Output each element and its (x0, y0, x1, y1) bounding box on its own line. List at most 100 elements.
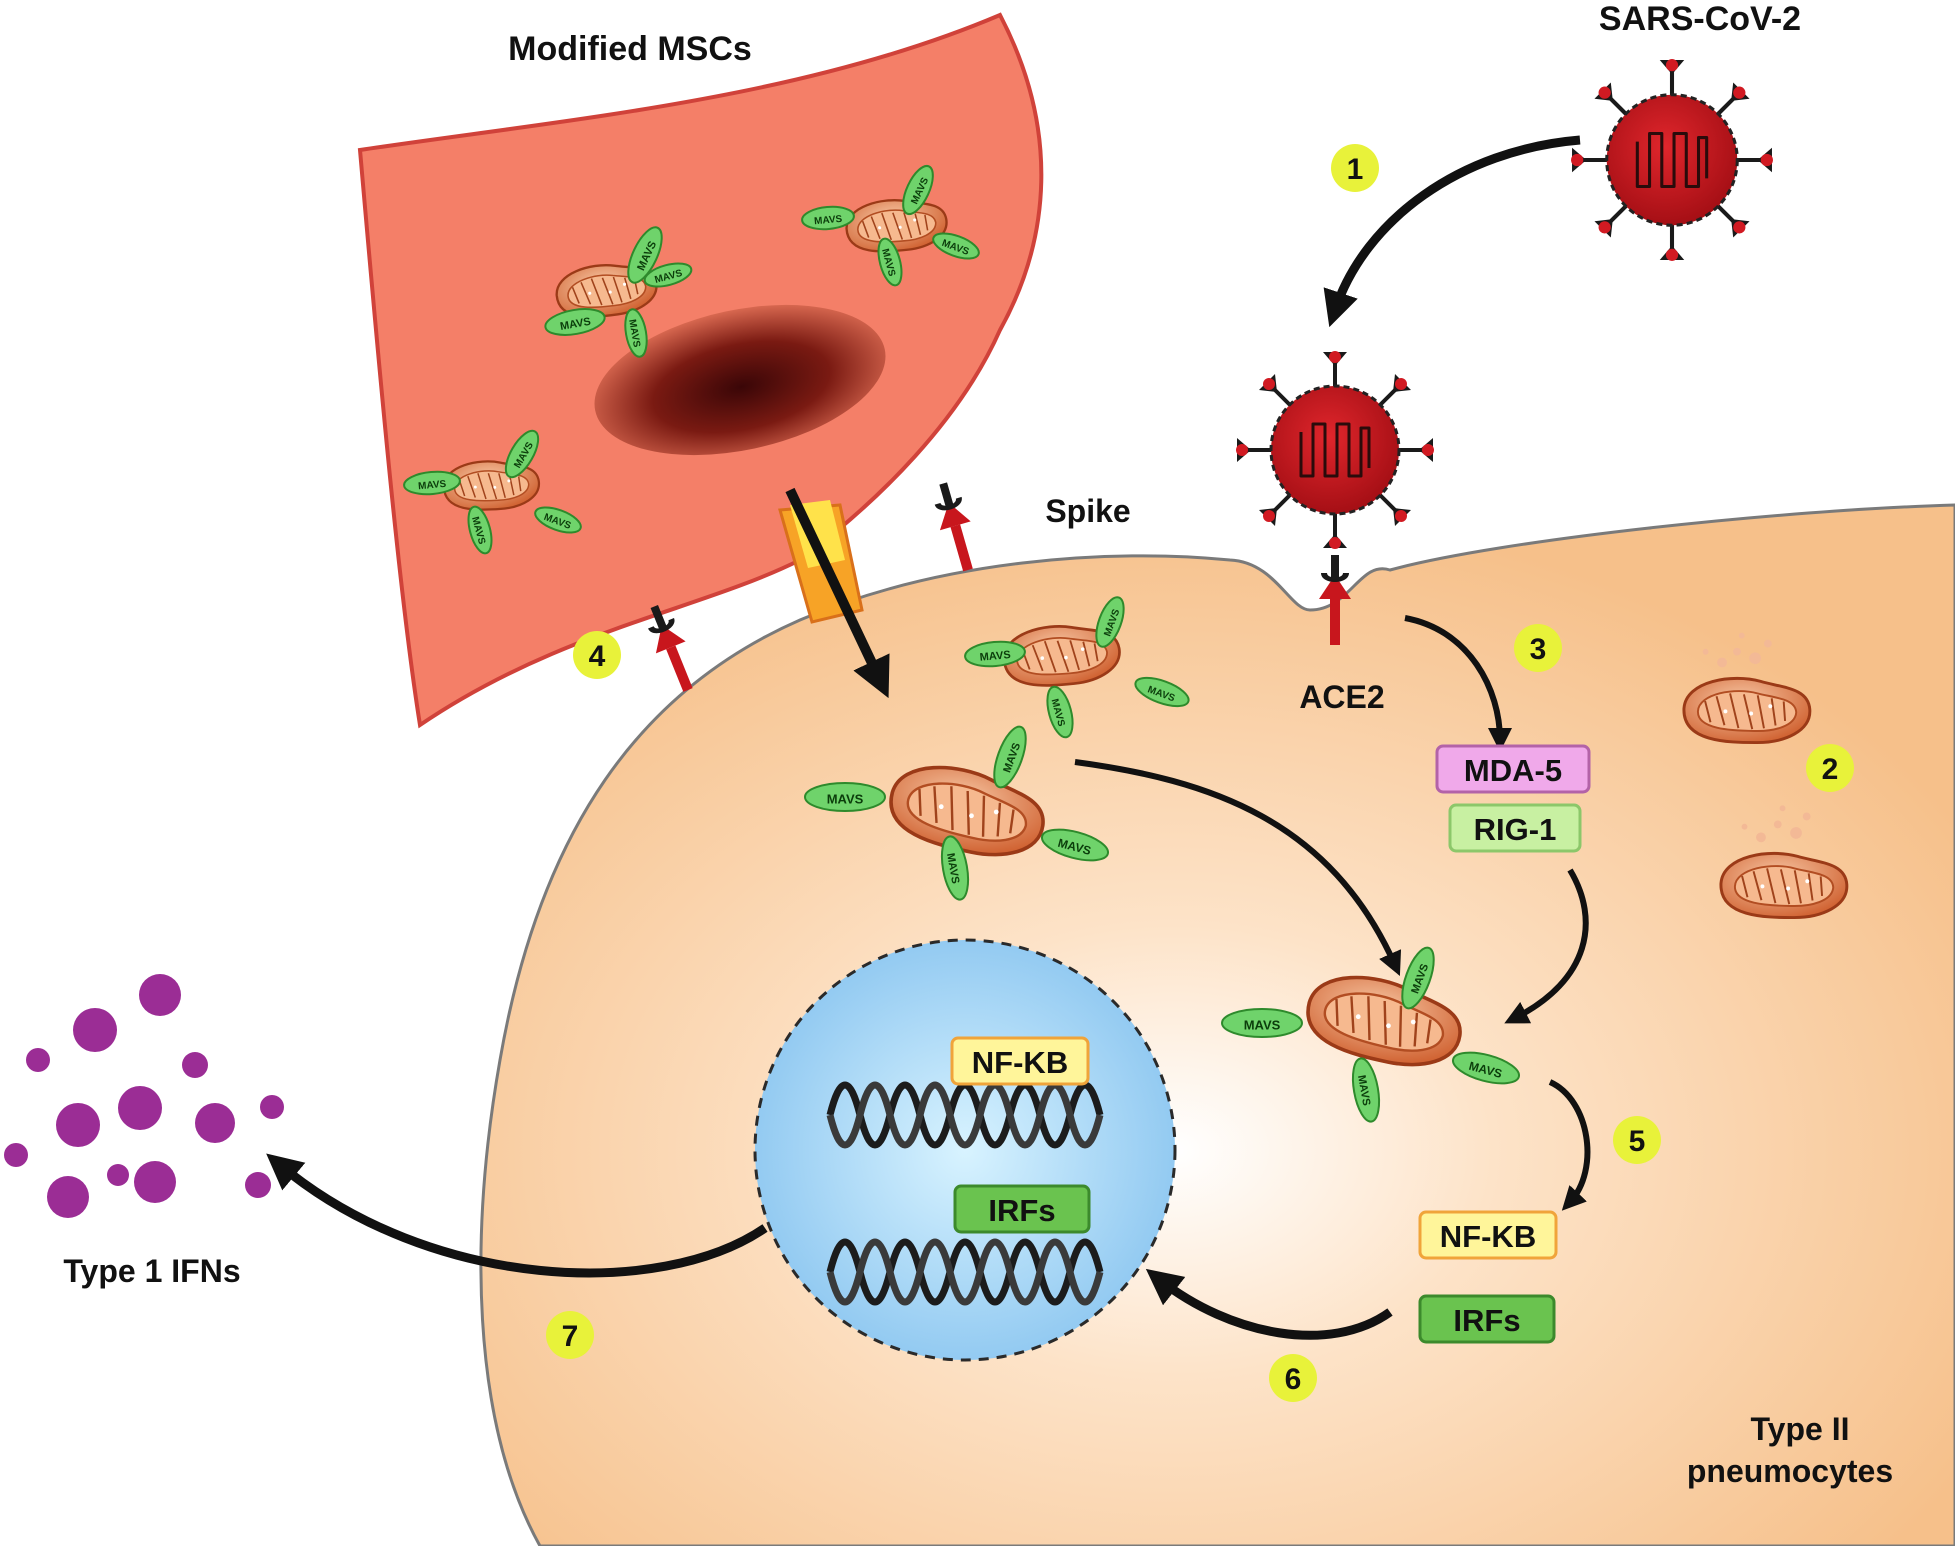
mavs-ellipse (1095, 596, 1125, 648)
arrow-mito-to-center (1074, 759, 1402, 976)
step-7-label: 7 (562, 1320, 579, 1353)
mavs-label: MAVS (626, 319, 642, 349)
mavs-proteins: MAVSMAVSMAVSMAVSMAVSMAVSMAVSMAVSMAVSMAVS… (403, 164, 1521, 1123)
nfkb-label-nucleus: NF-KB (972, 1045, 1068, 1080)
mavs-ellipse (624, 308, 648, 358)
step-1-label: 1 (1347, 153, 1364, 186)
transfer-arrow (785, 487, 890, 699)
label-type-ii-line1: Type II (1751, 1411, 1850, 1447)
arrow-step-7 (266, 1153, 768, 1278)
mavs-protein: MAVS (993, 725, 1027, 789)
mavs-label: MAVS (944, 852, 961, 885)
mavs-label: MAVS (1355, 1074, 1372, 1107)
type-ii-pneumocyte-cell (479, 503, 1955, 1546)
mavs-ellipse (804, 782, 886, 812)
mavs-ellipse (932, 232, 980, 260)
mavs-protein: MAVS (940, 835, 970, 901)
sars-cov-2-virus-free (1571, 59, 1773, 261)
mavs-protein: MAVS (1451, 1051, 1521, 1085)
mavs-ellipse (627, 226, 663, 284)
step-badge-5: 5 (1613, 1116, 1661, 1164)
arrow-step-1 (1323, 135, 1581, 328)
mavs-ellipse (1351, 1057, 1381, 1123)
step-4-label: 4 (589, 640, 606, 673)
mavs-protein: MAVS (1134, 676, 1190, 708)
rig1-label: RIG-1 (1474, 812, 1557, 847)
mavs-label: MAVS (1244, 1017, 1281, 1032)
mavs-ellipse (1134, 676, 1190, 708)
nucleus (753, 938, 1177, 1362)
arrow-step-3 (1404, 615, 1512, 752)
irfs-label-cytoplasm: IRFs (1453, 1303, 1520, 1338)
mavs-ellipse (643, 262, 693, 288)
damaged-mitochondrion-2 (1717, 805, 1851, 925)
label-type-1-ifns: Type 1 IFNs (63, 1253, 240, 1289)
mavs-protein: MAVS (932, 232, 980, 260)
mavs-ellipse (504, 429, 540, 479)
nfkb-label-cytoplasm: NF-KB (1440, 1219, 1536, 1254)
mavs-protein: MAVS (403, 470, 461, 496)
mavs-ellipse (801, 205, 855, 231)
mavs-label: MAVS (814, 214, 843, 227)
mavs-ellipse (403, 470, 461, 496)
spike-ace2-pair-right (927, 479, 984, 575)
mavs-protein: MAVS (643, 262, 693, 288)
mavs-ellipse (1401, 946, 1435, 1010)
mavs-ellipse (940, 835, 970, 901)
damaged-mitochondrion-1 (1680, 632, 1814, 750)
mavs-ellipse (534, 506, 582, 534)
step-5-label: 5 (1629, 1125, 1646, 1158)
mavs-ellipse (544, 308, 606, 336)
arrow-step-5 (1548, 1079, 1591, 1211)
step-badge-2: 2 (1806, 744, 1854, 792)
mda5-box: MDA-5 (1435, 744, 1591, 794)
mavs-ellipse (467, 505, 493, 555)
mavs-protein: MAVS (1095, 596, 1125, 648)
mavs-ellipse (1221, 1008, 1303, 1038)
msc-nucleus (594, 304, 886, 456)
label-spike: Spike (1045, 493, 1130, 529)
arrow-rig1-to-mito (1504, 868, 1589, 1024)
mavs-protein: MAVS (1351, 1057, 1381, 1123)
mavs-protein: MAVS (1040, 828, 1110, 862)
irfs-box-nucleus: IRFs (953, 1184, 1091, 1234)
step-badge-6: 6 (1269, 1354, 1317, 1402)
step-badge-1: 1 (1331, 144, 1379, 192)
label-ace2: ACE2 (1299, 679, 1384, 715)
mavs-protein: MAVS (627, 226, 663, 284)
step-2-label: 2 (1822, 753, 1839, 786)
step-6-label: 6 (1285, 1363, 1302, 1396)
label-sars-cov-2: SARS-CoV-2 (1599, 0, 1801, 38)
mavs-protein: MAVS (801, 205, 855, 231)
mavs-protein: MAVS (467, 505, 493, 555)
step-badge-3: 3 (1514, 624, 1562, 672)
mavs-ellipse (993, 725, 1027, 789)
mavs-protein: MAVS (1401, 946, 1435, 1010)
nfkb-box-nucleus: NF-KB (950, 1036, 1090, 1086)
mavs-label: MAVS (559, 316, 592, 333)
mavs-protein: MAVS (624, 308, 648, 358)
mavs-protein: MAVS (902, 164, 934, 216)
mavs-ellipse (1040, 828, 1110, 862)
mavs-ellipse (964, 640, 1026, 668)
type-1-ifn-particles (4, 974, 284, 1218)
irfs-label-nucleus: IRFs (988, 1193, 1055, 1228)
step-badge-4: 4 (573, 631, 621, 679)
mavs-protein: MAVS (1221, 1008, 1303, 1038)
mavs-protein: MAVS (804, 782, 886, 812)
mavs-ellipse (1046, 685, 1074, 739)
rig1-box: RIG-1 (1448, 803, 1582, 853)
step-3-label: 3 (1530, 633, 1547, 666)
mavs-protein: MAVS (544, 308, 606, 336)
mda5-label: MDA-5 (1464, 753, 1562, 788)
label-modified-mscs: Modified MSCs (508, 30, 752, 68)
mavs-protein: MAVS (1046, 685, 1074, 739)
mavs-label: MAVS (418, 479, 447, 492)
sars-cov-2-virus-bound (1234, 349, 1436, 551)
mavs-ellipse (877, 237, 903, 287)
mavs-protein: MAVS (877, 237, 903, 287)
label-type-ii-line2: pneumocytes (1687, 1453, 1893, 1489)
mavs-ellipse (1451, 1051, 1521, 1085)
mavs-label: MAVS (827, 791, 864, 806)
